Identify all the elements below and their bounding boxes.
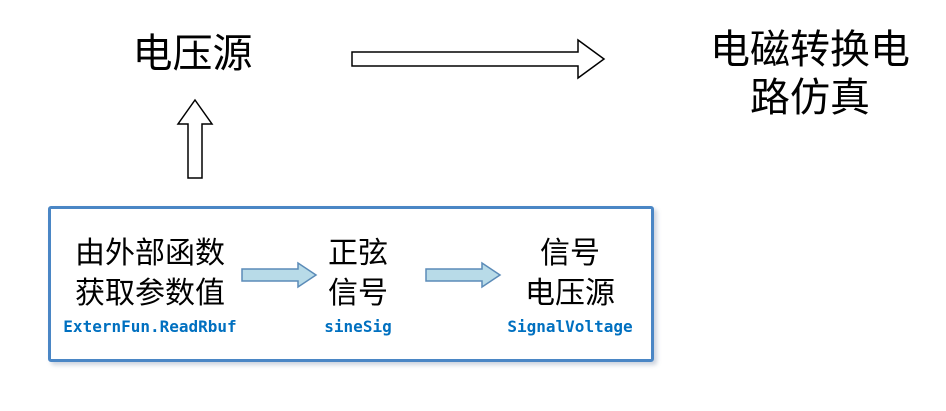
sim-title-line-1: 电磁转换电 (710, 27, 910, 73)
external-function-label: 由外部函数 获取参数值 (50, 234, 250, 314)
signal-voltage-source-label: 信号 电压源 (505, 234, 635, 314)
flow-arrow-1 (241, 261, 318, 289)
flow-arrow-2 (425, 261, 502, 289)
up-outline-arrow (176, 98, 214, 179)
external-function-label-line-2: 获取参数值 (75, 276, 225, 311)
sine-sig-code-label: sineSig (324, 317, 392, 336)
voltage-source-title: 电压源 (132, 31, 253, 77)
right-outline-arrow (351, 38, 606, 80)
sim-title-line-2: 路仿真 (750, 75, 870, 121)
em-circuit-simulation-title: 电磁转换电 路仿真 (700, 26, 920, 122)
extern-fun-code-label: ExternFun.ReadRbuf (63, 317, 237, 336)
sine-signal-label-line-1: 正弦 (328, 236, 388, 271)
signal-voltage-source-label-line-1: 信号 (540, 236, 600, 271)
sine-signal-label-line-2: 信号 (328, 276, 388, 311)
external-function-label-line-1: 由外部函数 (75, 236, 225, 271)
sine-signal-label: 正弦 信号 (318, 234, 398, 314)
signal-module-box (48, 206, 654, 362)
signal-voltage-code-label: SignalVoltage (507, 317, 633, 336)
signal-voltage-source-label-line-2: 电压源 (525, 276, 615, 311)
